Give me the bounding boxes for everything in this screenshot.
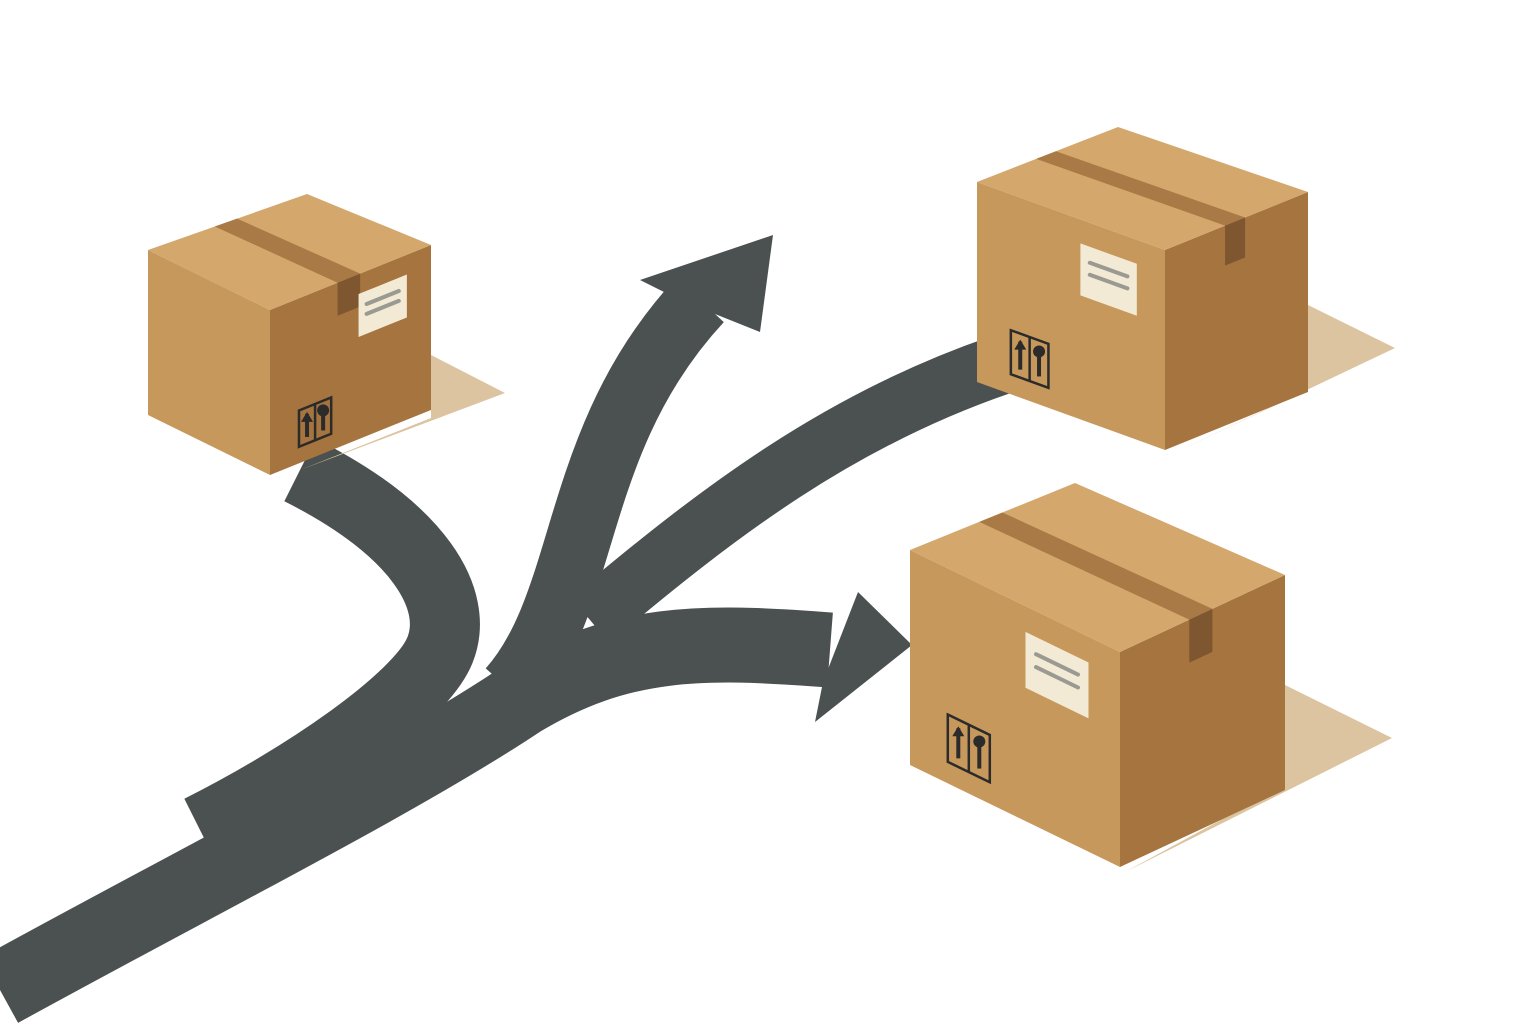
label-line	[1087, 260, 1130, 279]
packing-tape-flap	[337, 273, 361, 316]
box-left-face	[977, 182, 1165, 450]
box-shadow	[1125, 685, 1392, 872]
arrow-up-icon	[301, 411, 314, 422]
packing-tape-flap	[1189, 608, 1213, 663]
box-right-face	[1165, 192, 1308, 450]
box-shadow	[300, 355, 505, 470]
box-right-face	[1120, 575, 1285, 867]
arrowhead-right	[815, 592, 912, 722]
fragile-glass-icon	[317, 404, 330, 417]
box-left-face	[910, 550, 1120, 867]
handling-symbols-frame	[1009, 328, 1050, 390]
label-line	[1034, 652, 1080, 677]
label-line	[364, 298, 401, 316]
packing-tape	[1036, 151, 1246, 226]
road-branch-up	[484, 277, 725, 712]
label-line	[364, 289, 401, 306]
fragile-glass-icon	[973, 735, 986, 748]
road-branch-left-box	[184, 438, 480, 862]
packing-tape-flap	[1225, 217, 1246, 266]
box-left-face	[148, 250, 270, 475]
box-shadow	[1170, 305, 1395, 455]
road-network	[0, 277, 1010, 1023]
cardboard-box	[910, 483, 1285, 867]
road-trunk	[0, 607, 833, 1023]
road-branch-top-right-box	[570, 336, 1010, 643]
fragile-glass-icon	[1033, 345, 1046, 358]
arrow-up-icon	[1014, 339, 1027, 350]
packing-tape	[979, 512, 1213, 620]
label-line	[1087, 272, 1130, 291]
arrowhead-up	[640, 235, 773, 332]
label-line	[1034, 665, 1080, 690]
arrow-up-icon	[952, 726, 965, 737]
packing-tape	[214, 218, 361, 283]
cardboard-box	[148, 194, 431, 475]
cardboard-box	[977, 127, 1308, 450]
handling-symbols-frame	[297, 395, 333, 449]
handling-symbols-frame	[946, 712, 992, 785]
